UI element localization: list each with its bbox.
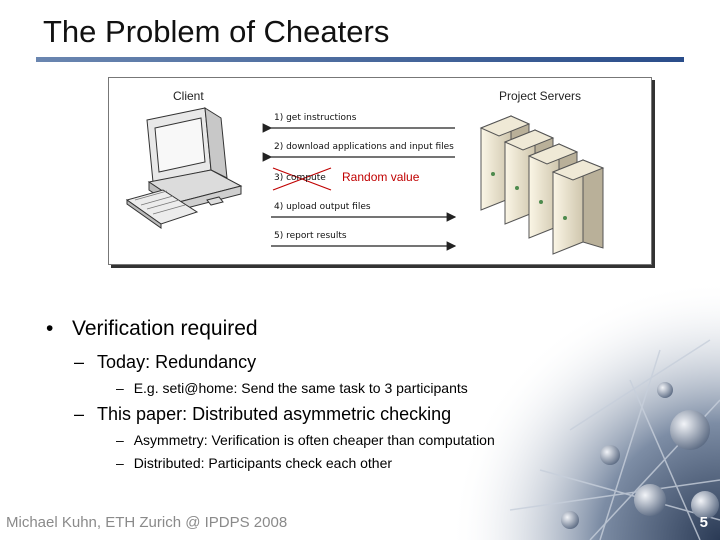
sub-bullet-text: This paper: Distributed asymmetric check…	[97, 404, 452, 424]
server-stack-icon	[479, 115, 605, 255]
page-number: 5	[699, 514, 708, 531]
slide-footer: Michael Kuhn, ETH Zurich @ IPDPS 2008	[6, 514, 288, 531]
client-label: Client	[173, 89, 204, 103]
step-3-label: 3) compute	[274, 173, 326, 183]
title-underline	[36, 57, 684, 62]
detail-distributed: – Distributed: Participants check each o…	[116, 455, 392, 471]
step-4-label: 4) upload output files	[274, 202, 371, 212]
bullet-mark: •	[46, 317, 54, 340]
dash-mark: –	[116, 432, 124, 448]
dash-mark: –	[74, 352, 85, 372]
detail-text: Asymmetry: Verification is often cheaper…	[133, 432, 495, 448]
computer-icon	[125, 107, 243, 229]
step-2-label: 2) download applications and input files	[274, 142, 454, 152]
step-1-label: 1) get instructions	[274, 113, 357, 123]
servers-label: Project Servers	[499, 89, 582, 103]
detail-text: E.g. seti@home: Send the same task to 3 …	[133, 380, 468, 396]
slide-title: The Problem of Cheaters	[43, 14, 390, 49]
step-5-label: 5) report results	[274, 231, 347, 241]
detail-asymmetry: – Asymmetry: Verification is often cheap…	[116, 432, 495, 448]
bullet-text: Verification required	[72, 317, 258, 340]
detail-seti: – E.g. seti@home: Send the same task to …	[116, 380, 468, 396]
client-server-diagram: Client Project Servers 1) get instructio…	[108, 77, 652, 265]
dash-mark: –	[116, 380, 124, 396]
detail-text: Distributed: Participants check each oth…	[133, 455, 393, 471]
dash-mark: –	[74, 404, 85, 424]
background-decoration	[450, 280, 720, 540]
sub-bullet-this-paper: – This paper: Distributed asymmetric che…	[74, 404, 451, 425]
dash-mark: –	[116, 455, 124, 471]
random-value-label: Random value	[342, 170, 420, 184]
sub-bullet-today: – Today: Redundancy	[74, 352, 256, 373]
sub-bullet-text: Today: Redundancy	[97, 352, 257, 372]
diagram-graphics	[125, 107, 605, 255]
